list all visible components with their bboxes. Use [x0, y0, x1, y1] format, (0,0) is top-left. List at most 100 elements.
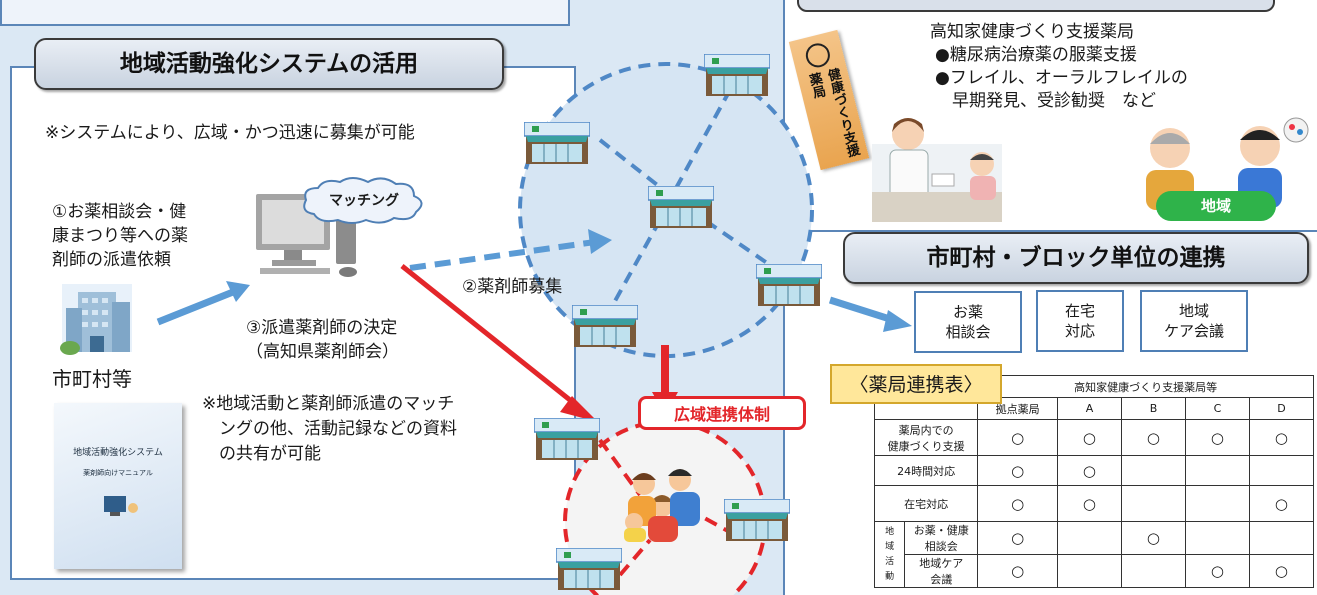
note2-text: ※地域活動と薬剤師派遣のマッチ ングの他、活動記録などの資料 の共有が可能 [202, 392, 457, 467]
mark-cell: ○ [1248, 554, 1315, 588]
pharmacy-icon [556, 548, 622, 590]
mark-cell [1184, 455, 1250, 486]
table-col-header: B [1120, 397, 1186, 420]
network-links [598, 89, 772, 311]
step1-line: 康まつり等への薬 [52, 226, 188, 246]
arrow-recruit-head [588, 229, 612, 254]
system-note: ※システムにより、広域・かつ迅速に募集が可能 [45, 123, 415, 143]
bubble-consultation: お薬 相談会 [914, 291, 1022, 353]
mark-cell [1248, 455, 1315, 486]
mark-cell: ○ [977, 485, 1058, 522]
pharmacy-icon [704, 54, 770, 96]
row-label-line: 地域ケア [919, 557, 964, 570]
support-bullet: ●フレイル、オーラルフレイルの [935, 68, 1188, 88]
bubble-care-meeting: 地域 ケア会議 [1140, 290, 1248, 352]
step3-text: ③派遣薬剤師の決定 （高知県薬剤師会） [246, 316, 399, 364]
wide-area-badge: 広域連携体制 [638, 396, 806, 430]
side-group-char: 活 [885, 556, 895, 567]
table-row: 24時間対応 ○ ○ [873, 455, 1315, 486]
community-badge: 地域 [1156, 191, 1276, 221]
mark-cell: ○ [1184, 419, 1250, 456]
support-bullets: ●糖尿病治療薬の服薬支援 ●フレイル、オーラルフレイルの 早期発見、受診勧奨 な… [935, 44, 1188, 113]
step3-line: ③派遣薬剤師の決定 [246, 318, 398, 338]
pharmacy-icon [534, 418, 600, 460]
row-label: 地域ケア 会議 [904, 554, 979, 588]
bubble-line: 対応 [1064, 322, 1095, 340]
support-pharmacy-heading: 高知家健康づくり支援薬局 [930, 22, 1134, 42]
matching-label: マッチング [329, 193, 399, 209]
mark-cell: ○ [1056, 419, 1122, 456]
row-label-line: 会議 [930, 573, 953, 586]
row-label-line: 薬局内での [898, 423, 954, 437]
mark-cell [1120, 554, 1186, 588]
arrow-recruit [409, 239, 596, 271]
table-row: 薬局内での 健康づくり支援 ○ ○ ○ ○ ○ [873, 419, 1315, 456]
mark-cell: ○ [977, 554, 1058, 588]
pharmacy-icon [756, 264, 822, 306]
arrow-wide-area [400, 264, 582, 410]
bubble-home-care: 在宅 対応 [1036, 290, 1124, 352]
left-title: 地域活動強化システムの活用 [34, 38, 504, 90]
table-row: 地域ケア 会議 ○ ○ ○ [875, 554, 1315, 588]
support-bullet: ●糖尿病治療薬の服薬支援 [935, 45, 1137, 65]
mark-cell [1120, 455, 1186, 486]
pharmacy-icon [572, 305, 638, 347]
bubble-line: 地域 [1178, 302, 1209, 320]
mark-cell [1056, 521, 1122, 555]
pharmacy-icon [724, 499, 790, 541]
mark-cell: ○ [977, 419, 1058, 456]
step1-line: ①お薬相談会・健 [52, 202, 187, 222]
arrow-wide-area-head [560, 396, 598, 422]
mark-cell: ○ [1056, 455, 1122, 486]
mark-cell: ○ [1184, 554, 1250, 588]
mark-cell: ○ [977, 521, 1058, 555]
building-icon [60, 284, 132, 355]
mark-cell [1056, 554, 1122, 588]
manual-document: 地域活動強化システム 薬剤師向けマニュアル [54, 403, 182, 569]
mark-cell: ○ [1056, 485, 1122, 522]
note2-line: ※地域活動と薬剤師派遣のマッチ [202, 394, 455, 414]
arrow-request [156, 286, 240, 326]
computer-small-icon [104, 496, 138, 516]
note2-line: の共有が可能 [202, 444, 321, 464]
table-group-header: 高知家健康づくり支援薬局等 [977, 375, 1314, 398]
table-col-header: C [1184, 397, 1250, 420]
right-bottom-title: 市町村・ブロック単位の連携 [843, 232, 1309, 284]
row-label: 在宅対応 [873, 485, 979, 522]
cloud-icon [303, 177, 423, 224]
table-label: 〈薬局連携表〉 [830, 364, 1002, 404]
pharmacy-icon [648, 186, 714, 228]
note2-line: ングの他、活動記録などの資料 [202, 419, 457, 439]
bubble-line: 在宅 [1064, 302, 1095, 320]
municipality-label: 市町村等 [52, 367, 132, 391]
bubble-line: お薬 [952, 303, 983, 321]
step3-line: （高知県薬剤師会） [246, 342, 399, 362]
arrow-link-head [883, 310, 912, 332]
step1-line: 剤師の派遣依頼 [52, 250, 171, 270]
arrow-request-head [226, 281, 250, 302]
manual-subtitle: 薬剤師向けマニュアル [83, 469, 153, 477]
row-label-line: お薬・健康 [913, 524, 969, 537]
recruit-label: ②薬剤師募集 [462, 277, 563, 297]
bubble-line: 相談会 [945, 323, 991, 341]
table-row: 在宅対応 ○ ○ ○ [873, 485, 1315, 522]
mark-cell: ○ [1120, 521, 1186, 555]
row-label: お薬・健康 相談会 [904, 521, 979, 555]
row-label-line: 相談会 [924, 540, 958, 553]
pharmacy-linkage-table: 高知家健康づくり支援薬局等 拠点薬局 A B C D 薬局内での 健康づくり支援… [873, 375, 1315, 588]
arrow-link [828, 296, 898, 325]
mark-cell: ○ [1248, 419, 1315, 456]
table-group-row: 高知家健康づくり支援薬局等 [875, 375, 1314, 398]
sign-emblem [803, 40, 833, 70]
row-label: 24時間対応 [873, 455, 979, 486]
mark-cell: ○ [977, 455, 1058, 486]
pharmacy-icon [524, 122, 590, 164]
table-col-header: D [1248, 397, 1315, 420]
bubble-line: ケア会議 [1163, 322, 1224, 340]
mark-cell: ○ [1120, 419, 1186, 456]
people-group-icon [624, 469, 700, 542]
side-group-char: 地 [885, 526, 895, 537]
mark-cell [1184, 521, 1250, 555]
mark-cell: ○ [1248, 485, 1315, 522]
row-label: 薬局内での 健康づくり支援 [873, 419, 979, 456]
